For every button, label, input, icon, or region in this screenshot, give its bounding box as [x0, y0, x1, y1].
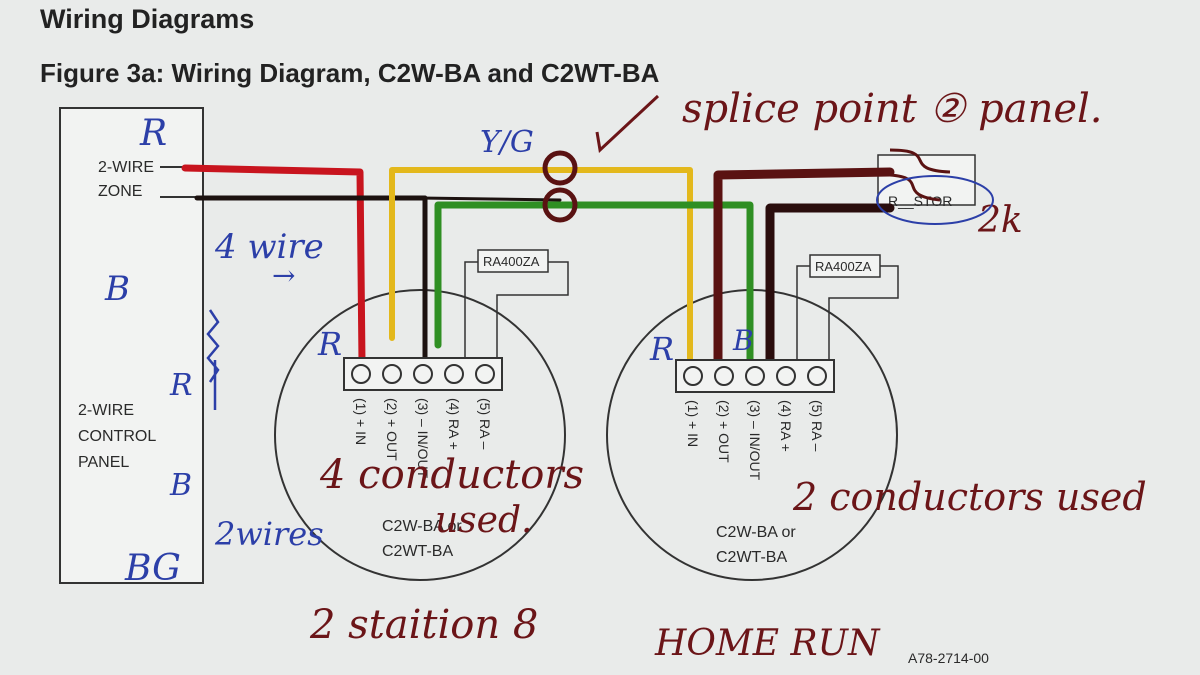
r-detector-1-note: R: [317, 325, 342, 363]
detector-1-circle: [274, 289, 566, 581]
splice-point-note: splice point ② panel.: [682, 86, 1103, 132]
panel-label-line-1: 2-WIRE: [78, 402, 134, 419]
splice-arrow-icon: [595, 94, 660, 153]
four-conductors-note: 4 conductors: [319, 452, 584, 498]
b-left-note: B: [104, 269, 130, 309]
b-detector-2-note: B: [732, 324, 754, 357]
detector-1-ra400za: RA400ZA: [464, 249, 569, 362]
bg-note: BG: [124, 548, 181, 589]
ra400za-label-2: RA400ZA: [815, 259, 872, 274]
used-note-1: used.: [435, 500, 532, 541]
terminal-label: (3) – IN/OUT: [747, 400, 763, 481]
zone-label-line-2: ZONE: [98, 183, 142, 200]
wire-black-splice: [418, 196, 562, 202]
detector-1-model-line-1: C2W-BA or: [382, 518, 462, 535]
r-left-note: R: [169, 368, 193, 403]
terminal-label: (5) RA –: [477, 398, 493, 450]
wire-maroon-2: [713, 167, 895, 369]
splice-circle-1: [542, 150, 578, 186]
control-panel-box: [59, 107, 204, 584]
terminal-screw: [382, 364, 402, 384]
detector-2-model-line-2: C2WT-BA: [716, 549, 787, 566]
eol-resistor-label: R__STOR: [888, 193, 952, 209]
bottom-stations-note: 2 staition 8: [309, 602, 538, 648]
terminal-screw: [444, 364, 464, 384]
terminal-screw: [683, 366, 703, 386]
terminal-label: (4) RA +: [446, 398, 462, 450]
yg-note: Y/G: [480, 125, 534, 160]
detector-2-terminal-block: [675, 359, 835, 393]
terminal-screw: [413, 364, 433, 384]
figure-code: A78-2714-00: [908, 650, 989, 666]
terminal-label: (1) + IN: [685, 400, 701, 447]
wires: [181, 164, 895, 369]
panel-label-line-3: PANEL: [78, 454, 129, 471]
ra400za-label-1: RA400ZA: [483, 254, 540, 269]
detector-2-model-line-1: C2W-BA or: [716, 524, 796, 541]
two-conductors-note: 2 conductors used: [792, 475, 1147, 519]
terminal-screw: [475, 364, 495, 384]
resistor-scribble-icon: [889, 148, 951, 202]
wire-yellow-panel: [389, 167, 693, 365]
terminal-screw: [351, 364, 371, 384]
two-wires-note: 2wires: [214, 515, 324, 553]
r-detector-2-note: R: [649, 330, 674, 368]
terminal-label: (1) + IN: [353, 398, 369, 445]
arrow-note-icon: →: [272, 259, 295, 292]
wire-green-1: [434, 201, 754, 368]
detector-2-ra400za: RA400ZA: [796, 254, 899, 364]
resistance-note: 2k: [977, 200, 1023, 241]
resistor-symbol-left-icon: [206, 309, 220, 410]
resistor-circle-mark: [876, 175, 994, 225]
b-mid-note: B: [169, 468, 192, 503]
r-top-note: R: [139, 113, 167, 154]
wire-black-2: [765, 203, 895, 369]
terminal-label: (2) + OUT: [716, 400, 732, 463]
terminal-screw: [807, 366, 827, 386]
four-wire-note: 4 wire: [214, 227, 324, 267]
terminal-label: (3) – IN/OUT: [415, 398, 431, 479]
terminal-screw: [776, 366, 796, 386]
page-heading: Wiring Diagrams: [40, 4, 255, 34]
wire-red-1: [181, 164, 366, 366]
detector-1-model-line-2: C2WT-BA: [382, 543, 453, 560]
zone-label-line-1: 2-WIRE: [98, 159, 154, 176]
terminal-label: (5) RA –: [809, 400, 825, 452]
terminal-screw: [745, 366, 765, 386]
detector-1-terminal-block: [343, 357, 503, 391]
terminal-label: (2) + OUT: [384, 398, 400, 461]
splice-circle-2: [542, 187, 578, 223]
terminal-label: (4) RA +: [778, 400, 794, 452]
home-run-note: HOME RUN: [654, 623, 881, 664]
figure-title: Figure 3a: Wiring Diagram, C2W-BA and C2…: [40, 58, 660, 88]
terminal-screw: [714, 366, 734, 386]
panel-label-line-2: CONTROL: [78, 428, 156, 445]
